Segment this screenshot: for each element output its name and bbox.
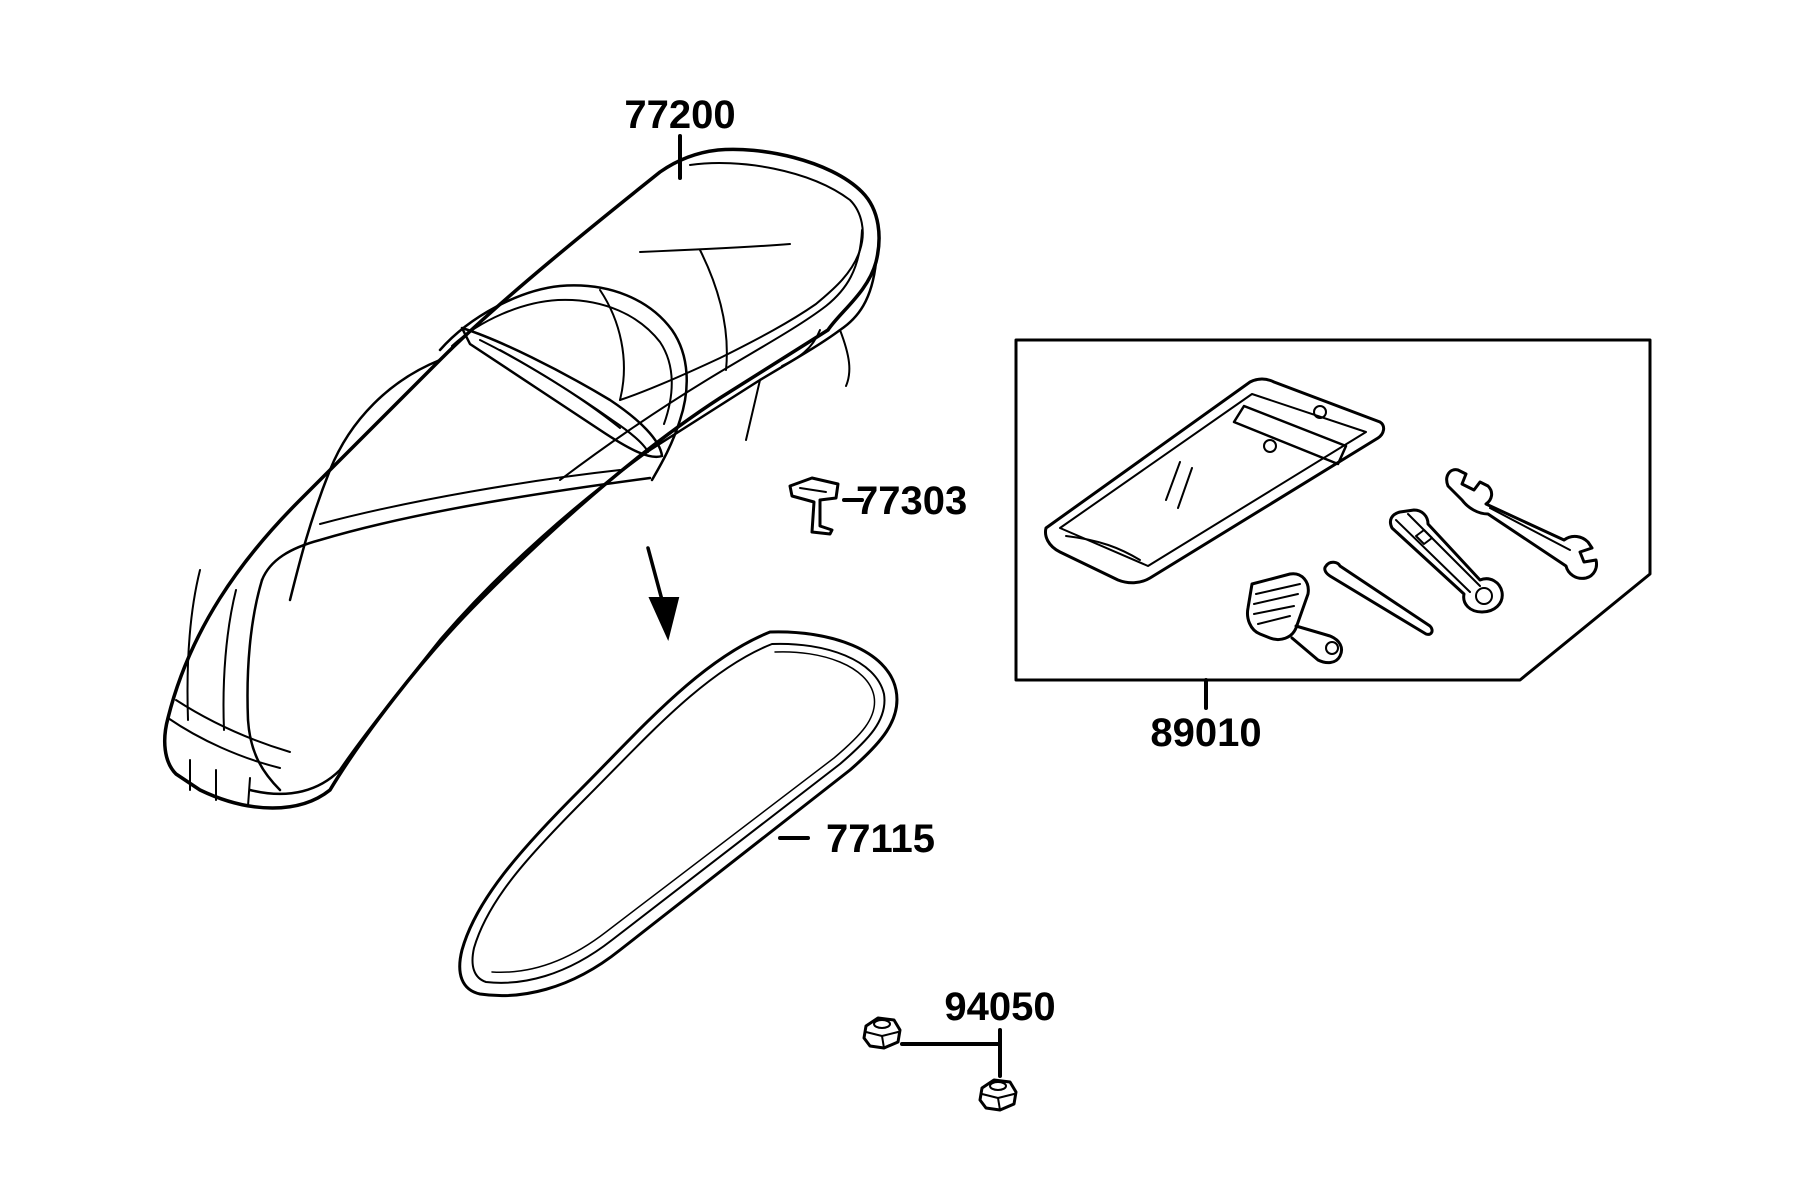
spanner-wrench-icon[interactable] [1445, 468, 1598, 580]
seat-icon[interactable] [162, 147, 881, 810]
latch-hook-icon[interactable] [788, 476, 840, 536]
part-label-seat[interactable]: 77200 [624, 93, 735, 137]
leader-line-nut [900, 1028, 1002, 1078]
tool-kit-box[interactable] [1014, 338, 1652, 682]
part-label-gasket[interactable]: 77115 [826, 817, 935, 861]
seal-gasket-icon[interactable] [458, 630, 899, 998]
part-label-nut[interactable]: 94050 [944, 985, 1055, 1029]
nut-icon-second[interactable] [978, 1078, 1018, 1112]
tool-pouch-icon[interactable] [1044, 377, 1386, 585]
socket-wrench-icon[interactable] [1388, 508, 1504, 614]
screwdriver-shaft-icon[interactable] [1323, 560, 1434, 636]
assembly-arrow [646, 546, 680, 642]
nut-icon[interactable] [862, 1016, 902, 1050]
part-label-latch[interactable]: 77303 [856, 479, 967, 523]
screwdriver-icon[interactable] [1246, 572, 1344, 665]
part-label-tool-kit[interactable]: 89010 [1150, 711, 1261, 755]
